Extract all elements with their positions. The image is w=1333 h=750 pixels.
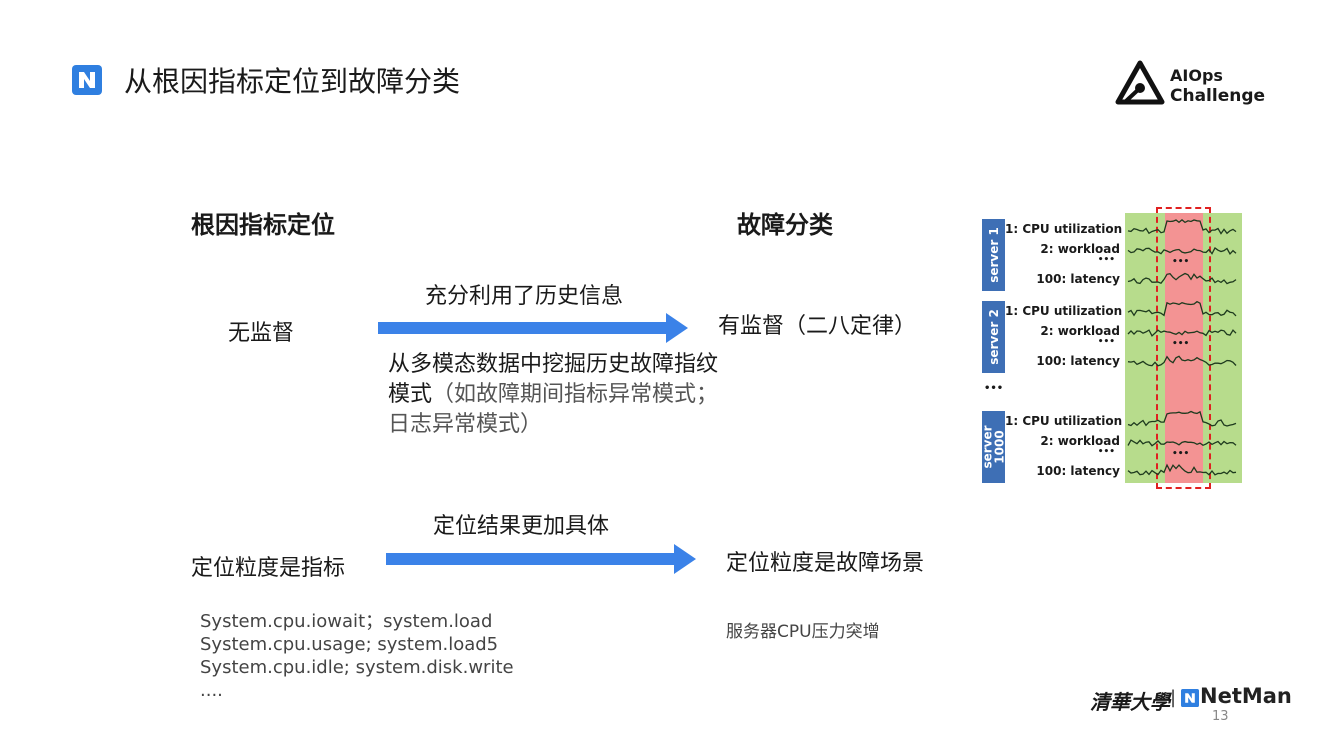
server-1000-ellipsis: ••• xyxy=(1097,447,1115,457)
metric-trace xyxy=(1127,410,1237,427)
server-1000-box: server 1000 xyxy=(981,411,1007,483)
slide-logo-icon xyxy=(72,65,102,95)
metric-trace xyxy=(1127,247,1237,255)
server-1-row-latency: 100: latency xyxy=(1036,272,1120,286)
server-2-row-latency: 100: latency xyxy=(1036,354,1120,368)
server-1-row-cpu: 1: CPU utilization xyxy=(1005,222,1123,236)
arrow2-label: 定位结果更加具体 xyxy=(433,514,610,539)
supervised-label: 有监督（二八定律） xyxy=(718,314,917,339)
aiops-logo-text: AIOps Challenge xyxy=(1170,65,1265,107)
server-2-row-cpu: 1: CPU utilization xyxy=(1005,304,1123,318)
aiops-logo-icon xyxy=(1115,60,1165,105)
description-dark: 从多模态数据中挖掘历史故障指纹模式 xyxy=(388,352,719,407)
metric-item: System.cpu.iowait；system.load xyxy=(200,611,493,632)
arrow1-icon xyxy=(378,313,688,343)
description-gray: （如故障期间指标异常模式；日志异常模式） xyxy=(388,382,719,437)
aiops-logo-line2: Challenge xyxy=(1170,86,1266,106)
metric-trace xyxy=(1127,300,1237,317)
page-title: 从根因指标定位到故障分类 xyxy=(124,65,461,98)
metric-item: System.cpu.usage; system.load5 xyxy=(200,634,499,655)
left-granularity-label: 定位粒度是指标 xyxy=(191,556,346,581)
servers-ellipsis: ••• xyxy=(984,383,1004,394)
server-1-row-workload: 2: workload xyxy=(1040,242,1120,256)
metric-item: System.cpu.idle; system.disk.write xyxy=(200,657,514,678)
server-1-box: server 1 xyxy=(982,219,1005,291)
netman-logo-text: NetMan xyxy=(1200,684,1292,708)
metric-traces xyxy=(1127,219,1237,476)
unsupervised-label: 无监督 xyxy=(228,321,295,346)
server-1000-row-workload: 2: workload xyxy=(1040,434,1120,448)
anomaly-box xyxy=(1156,207,1211,489)
left-header: 根因指标定位 xyxy=(191,211,335,239)
right-header: 故障分类 xyxy=(737,211,833,239)
failure-figure: server 1 1: CPU utilization 2: workload … xyxy=(980,205,1245,490)
failure-example: 服务器CPU压力突增 xyxy=(726,622,880,642)
metric-trace xyxy=(1127,463,1237,476)
mining-description: 从多模态数据中挖掘历史故障指纹模式（如故障期间指标异常模式；日志异常模式） xyxy=(388,350,728,440)
metric-trace xyxy=(1127,355,1237,367)
arrow2-icon xyxy=(386,544,696,574)
server-2-box: server 2 xyxy=(982,301,1005,373)
netman-logo-icon xyxy=(1181,689,1199,707)
metric-trace xyxy=(1127,272,1237,285)
metric-item: .... xyxy=(200,680,223,701)
anomaly-ellipsis: ••• xyxy=(1172,339,1190,349)
page-number: 13 xyxy=(1212,709,1229,724)
metric-trace xyxy=(1127,329,1237,337)
server-2-row-workload: 2: workload xyxy=(1040,324,1120,338)
server-1000-row-latency: 100: latency xyxy=(1036,464,1120,478)
metric-trace xyxy=(1127,439,1237,447)
footer-separator: | xyxy=(1170,687,1177,708)
right-granularity-label: 定位粒度是故障场景 xyxy=(726,551,925,576)
server-1-ellipsis: ••• xyxy=(1097,255,1115,265)
anomaly-ellipsis: ••• xyxy=(1172,257,1190,267)
metric-trace xyxy=(1127,219,1237,235)
server-1000-row-cpu: 1: CPU utilization xyxy=(1005,414,1123,428)
anomaly-region xyxy=(1165,213,1203,483)
metric-list: System.cpu.iowait；system.load System.cpu… xyxy=(200,610,514,702)
university-logo: 清華大學 xyxy=(1090,690,1170,714)
anomaly-ellipsis: ••• xyxy=(1172,449,1190,459)
arrow1-label: 充分利用了历史信息 xyxy=(425,284,624,309)
aiops-logo-line1: AIOps xyxy=(1170,66,1223,85)
server-2-ellipsis: ••• xyxy=(1097,337,1115,347)
